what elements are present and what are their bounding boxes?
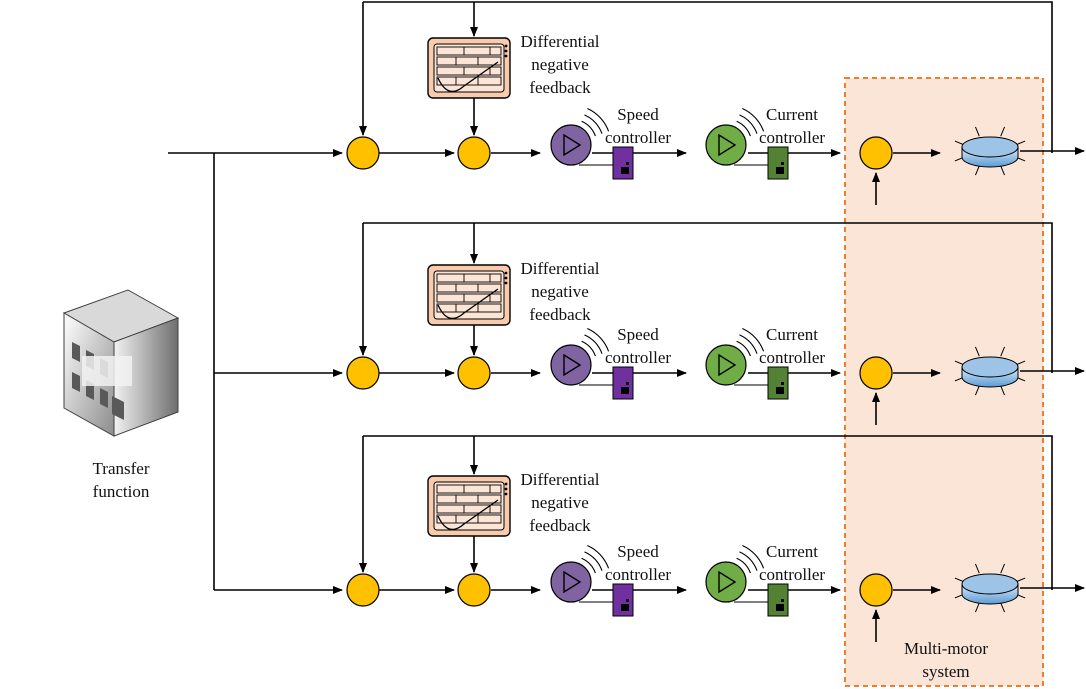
feedback-label-line3: feedback bbox=[529, 516, 591, 535]
system-junction bbox=[859, 136, 893, 170]
summing-junction-2 bbox=[457, 136, 491, 170]
source-label-line1: Transfer bbox=[93, 459, 150, 478]
speed-label-line1: Speed bbox=[617, 325, 659, 344]
speed-label-line1: Speed bbox=[617, 542, 659, 561]
feedback-label-line2: negative bbox=[531, 493, 589, 512]
feedback-label-line2: negative bbox=[531, 55, 589, 74]
current-label-line1: Current bbox=[766, 542, 818, 561]
current-label-line1: Current bbox=[766, 105, 818, 124]
speed-controller-icon bbox=[550, 544, 634, 617]
feedback-loop-line bbox=[363, 1, 1053, 153]
speed-controller-icon bbox=[550, 327, 634, 400]
feedback-loop-line bbox=[363, 222, 1053, 373]
current-controller-icon bbox=[705, 107, 789, 180]
current-controller-icon bbox=[705, 544, 789, 617]
system-label-line1: Multi-motor bbox=[904, 639, 988, 658]
feedback-label-line1: Differential bbox=[521, 32, 600, 51]
system-junction bbox=[859, 356, 893, 390]
feedback-label-line1: Differential bbox=[521, 259, 600, 278]
summing-junction-2 bbox=[457, 356, 491, 390]
current-label-line1: Current bbox=[766, 325, 818, 344]
speed-controller-icon bbox=[550, 107, 634, 180]
motor-icon bbox=[954, 563, 1026, 613]
feedback-loop-line bbox=[363, 435, 1053, 590]
current-label-line2: controller bbox=[759, 565, 825, 584]
differential-feedback-icon bbox=[427, 475, 511, 537]
feedback-label-line3: feedback bbox=[529, 78, 591, 97]
current-controller-icon bbox=[705, 327, 789, 400]
current-label-line2: controller bbox=[759, 128, 825, 147]
current-label-line2: controller bbox=[759, 348, 825, 367]
speed-label-line1: Speed bbox=[617, 105, 659, 124]
building-icon bbox=[62, 289, 180, 437]
differential-feedback-icon bbox=[427, 37, 511, 99]
summing-junction-2 bbox=[457, 573, 491, 607]
feedback-label-line1: Differential bbox=[521, 470, 600, 489]
motor-icon bbox=[954, 126, 1026, 176]
speed-label-line2: controller bbox=[605, 128, 671, 147]
speed-label-line2: controller bbox=[605, 565, 671, 584]
motor-icon bbox=[954, 346, 1026, 396]
system-junction bbox=[859, 573, 893, 607]
rows-layer: DifferentialnegativefeedbackSpeedcontrol… bbox=[214, 1, 1085, 642]
feedback-label-line2: negative bbox=[531, 282, 589, 301]
differential-feedback-icon bbox=[427, 264, 511, 326]
speed-label-line2: controller bbox=[605, 348, 671, 367]
system-label-line2: system bbox=[922, 662, 969, 681]
summing-junction-1 bbox=[346, 573, 380, 607]
summing-junction-1 bbox=[346, 136, 380, 170]
source-label-line2: function bbox=[93, 482, 150, 501]
feedback-label-line3: feedback bbox=[529, 305, 591, 324]
summing-junction-1 bbox=[346, 356, 380, 390]
